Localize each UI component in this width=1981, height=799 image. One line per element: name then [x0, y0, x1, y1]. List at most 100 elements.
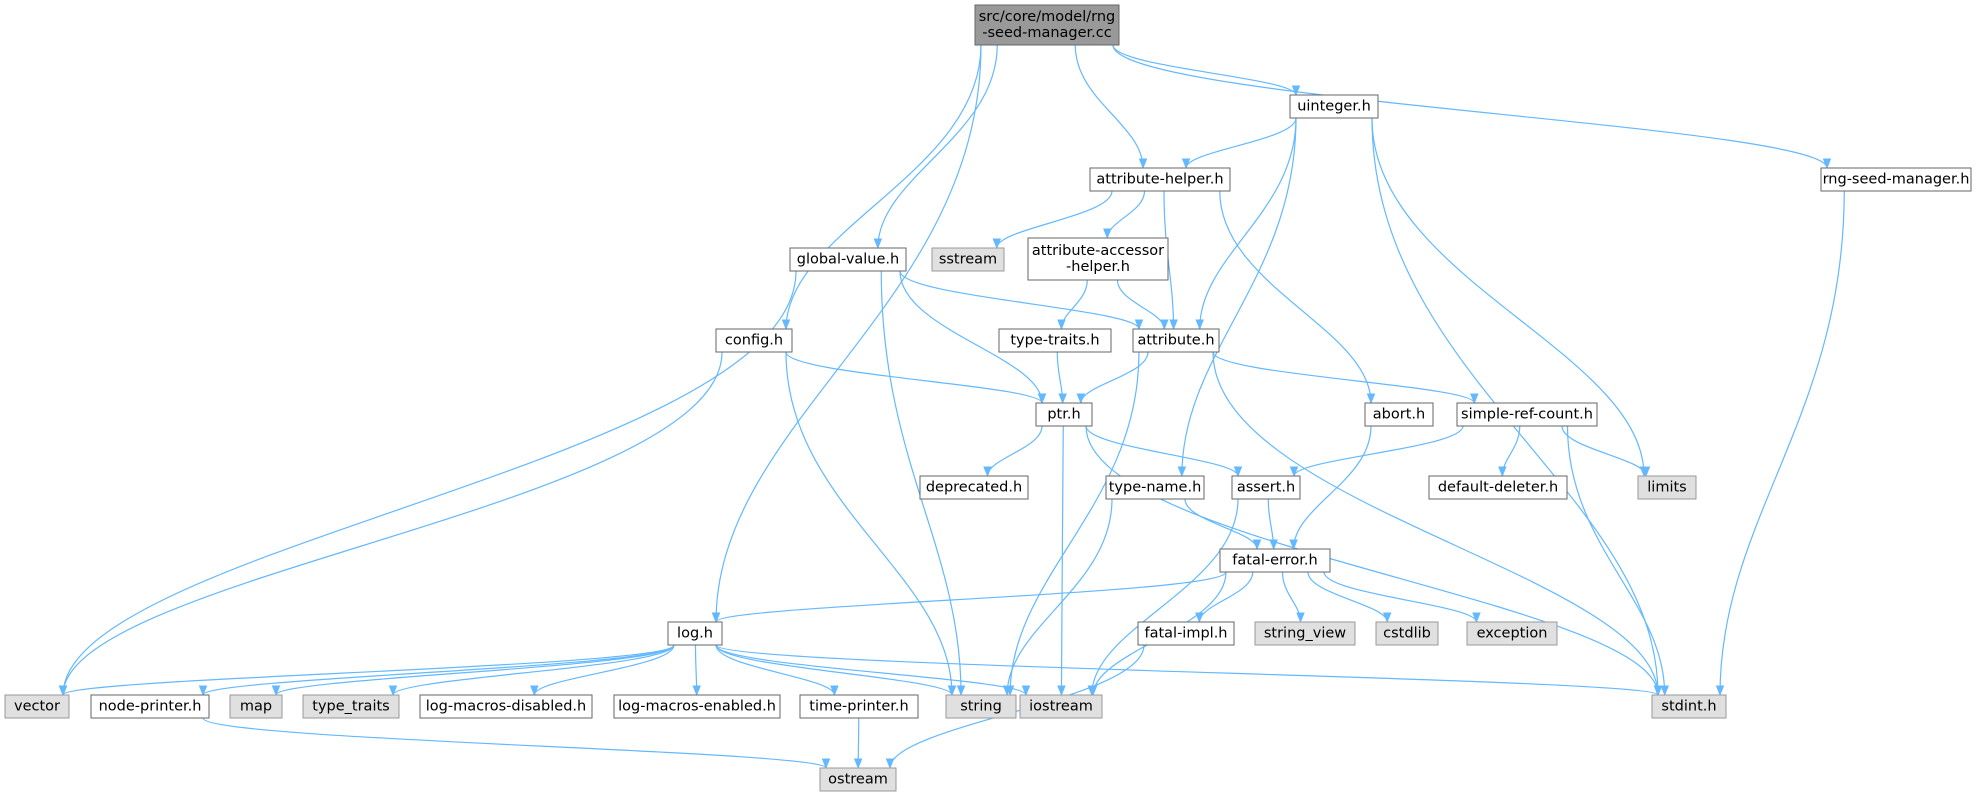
node-log-macros-enabled[interactable]: log-macros-enabled.h: [613, 694, 781, 719]
node-label: limits: [1647, 480, 1686, 496]
node-label: global-value.h: [797, 252, 899, 268]
node-fatal-impl[interactable]: fatal-impl.h: [1137, 621, 1235, 646]
node-rng-seed-manager[interactable]: rng-seed-manager.h: [1820, 167, 1972, 192]
node-box: [1132, 328, 1220, 353]
edge-group: [885, 644, 1145, 770]
edge-fatal-error-to-exception: [1323, 571, 1481, 624]
node-label: simple-ref-count.h: [1461, 407, 1593, 423]
edge-fatal-impl-to-ostream: [885, 644, 1145, 770]
node-label: uinteger.h: [1297, 99, 1371, 115]
edge-group: [1057, 279, 1088, 331]
node-label: ptr.h: [1047, 407, 1080, 423]
edge-group: [1057, 425, 1066, 697]
node-box: [1089, 167, 1231, 192]
edge-group: [1281, 571, 1305, 624]
node-default-deleter[interactable]: default-deleter.h: [1428, 475, 1568, 500]
node-box: [1035, 402, 1093, 427]
node-root: src/core/model/rng-seed-manager.cc: [974, 4, 1120, 46]
edge-uinteger-to-attribute: [1195, 117, 1297, 331]
edge-attribute-helper-to-abort: [1219, 190, 1376, 405]
node-box: [974, 4, 1120, 46]
node-attribute-accessor-helper[interactable]: attribute-accessor-helper.h: [1027, 237, 1169, 281]
edge-log-to-string: [715, 644, 957, 697]
node-abort[interactable]: abort.h: [1364, 402, 1434, 427]
edge-root-to-uinteger: [1112, 44, 1301, 97]
edge-root-to-log: [711, 44, 982, 624]
node-label: iostream: [1029, 699, 1093, 715]
edge-root-to-global-value: [873, 44, 998, 250]
edge-group: [198, 644, 675, 697]
node-fatal-error[interactable]: fatal-error.h: [1219, 548, 1331, 573]
node-label: string_view: [1264, 626, 1346, 642]
edge-group: [59, 644, 675, 697]
node-log[interactable]: log.h: [667, 621, 723, 646]
node-time-printer[interactable]: time-printer.h: [799, 694, 919, 719]
node-box: [998, 328, 1112, 353]
edge-group: [1087, 498, 1239, 697]
node-box: [931, 247, 1005, 272]
node-config[interactable]: config.h: [715, 328, 793, 353]
edge-type-traits-h-to-ptr: [1056, 351, 1067, 405]
edge-group: [899, 270, 1047, 405]
edge-simple-ref-count-to-assert: [1289, 425, 1464, 478]
edge-root-to-rng-seed-manager: [1112, 44, 1832, 170]
edge-group: [853, 717, 863, 770]
node-label: deprecated.h: [926, 480, 1022, 496]
edge-ptr-to-iostream: [1057, 425, 1066, 697]
node-log-macros-disabled[interactable]: log-macros-disabled.h: [419, 694, 593, 719]
edge-assert-to-fatal-error: [1267, 498, 1278, 551]
node-type-name[interactable]: type-name.h: [1105, 475, 1205, 500]
edge-group: [1056, 351, 1067, 405]
node-label: vector: [14, 699, 60, 715]
edge-group: [202, 717, 830, 770]
node-simple-ref-count[interactable]: simple-ref-count.h: [1456, 402, 1598, 427]
edge-rng-seed-manager-to-stdint: [1715, 190, 1845, 697]
node-box: [1364, 402, 1434, 427]
node-label: assert.h: [1237, 480, 1295, 496]
node-label: fatal-error.h: [1232, 553, 1317, 569]
node-label: log.h: [677, 626, 713, 642]
node-box: [1375, 621, 1439, 646]
edge-group: [1195, 117, 1297, 331]
edge-group: [1289, 425, 1372, 551]
edge-attribute-accessor-helper-to-type-traits-h: [1057, 279, 1088, 331]
edge-attribute-helper-to-sstream: [992, 190, 1113, 250]
node-box: [789, 247, 907, 272]
node-uinteger[interactable]: uinteger.h: [1289, 94, 1379, 119]
edge-group: [271, 644, 675, 697]
node-sstream: sstream: [931, 247, 1005, 272]
node-label: sstream: [939, 252, 997, 268]
edge-fatal-error-to-cstdlib: [1307, 571, 1392, 624]
node-vector: vector: [4, 694, 70, 719]
node-label: type_traits: [312, 699, 389, 715]
node-assert[interactable]: assert.h: [1231, 475, 1301, 500]
edge-ptr-to-stdint: [1085, 425, 1663, 697]
node-box: [715, 328, 793, 353]
node-attribute[interactable]: attribute.h: [1132, 328, 1220, 353]
node-node-printer[interactable]: node-printer.h: [90, 694, 210, 719]
edge-log-to-log-macros-disabled: [530, 644, 675, 697]
edge-attribute-to-ptr: [1076, 351, 1149, 405]
node-string-view: string_view: [1254, 621, 1356, 646]
node-box: [799, 694, 919, 719]
node-box: [302, 694, 400, 719]
node-deprecated[interactable]: deprecated.h: [919, 475, 1029, 500]
edge-root-to-attribute-helper: [1074, 44, 1148, 170]
node-box: [4, 694, 70, 719]
node-type-traits-h[interactable]: type-traits.h: [998, 328, 1112, 353]
edge-group: [1085, 425, 1243, 478]
node-ptr[interactable]: ptr.h: [1035, 402, 1093, 427]
node-attribute-helper[interactable]: attribute-helper.h: [1089, 167, 1231, 192]
edge-attribute-to-stdint: [1212, 351, 1663, 697]
edge-group: [715, 644, 839, 697]
edge-global-value-to-ptr: [899, 270, 1047, 405]
node-box: [613, 694, 781, 719]
edge-attribute-helper-to-attribute: [1163, 190, 1178, 331]
edge-uinteger-to-limits: [1371, 117, 1649, 478]
edge-log-to-iostream: [715, 644, 1031, 697]
edge-log-to-log-macros-enabled: [692, 644, 702, 697]
node-label: stdint.h: [1661, 699, 1716, 715]
edge-group: [1184, 498, 1262, 551]
node-global-value[interactable]: global-value.h: [789, 247, 907, 272]
edge-global-value-to-attribute: [899, 270, 1144, 331]
